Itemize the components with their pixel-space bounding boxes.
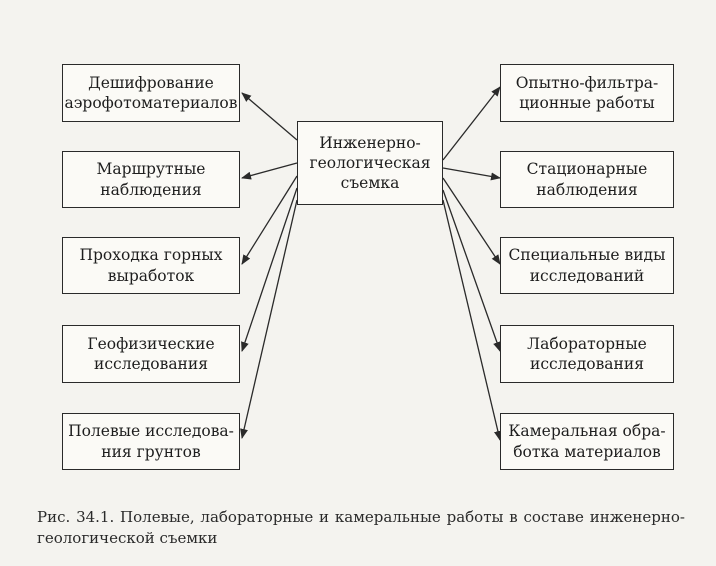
center-node-label: Инженерно- геологическая съемка [309, 133, 431, 193]
center-node-engineering-geological-survey: Инженерно- геологическая съемка [297, 121, 443, 205]
left-node-label: Маршрутные наблюдения [96, 160, 206, 199]
arrow-to-right-box-5 [442, 199, 502, 441]
left-node-label: Геофизические исследования [87, 334, 215, 373]
figure-caption: Рис. 34.1. Полевые, лабораторные и камер… [37, 508, 685, 547]
right-node-stationary-observations: Стационарные наблюдения [500, 151, 674, 208]
arrow-to-right-box-3 [442, 177, 501, 265]
arrow-to-left-box-5 [240, 199, 298, 439]
arrow-to-left-box-2 [241, 162, 298, 180]
right-node-label: Опытно-фильтра- ционные работы [515, 73, 659, 112]
arrow-to-right-box-4 [442, 189, 501, 352]
left-node-label: Полевые исследова- ния грунтов [68, 422, 234, 461]
arrow-to-right-box-1 [442, 86, 501, 161]
arrow-to-left-box-3 [241, 175, 298, 265]
left-node-label: Проходка горных выработок [79, 246, 223, 285]
left-node-route-observations: Маршрутные наблюдения [62, 151, 240, 208]
right-node-special-research: Специальные виды исследований [500, 237, 674, 294]
left-node-aerial-photo-interpretation: Дешифрование аэрофотоматериалов [62, 64, 240, 122]
arrow-to-right-box-2 [442, 167, 501, 181]
left-node-label: Дешифрование аэрофотоматериалов [64, 73, 238, 112]
left-node-field-soil-research: Полевые исследова- ния грунтов [62, 413, 240, 470]
right-node-laboratory-research: Лабораторные исследования [500, 325, 674, 383]
left-node-mining-excavations: Проходка горных выработок [62, 237, 240, 294]
right-node-label: Лабораторные исследования [527, 334, 647, 373]
right-node-label: Камеральная обра- ботка материалов [508, 422, 666, 461]
arrow-to-left-box-1 [241, 92, 298, 141]
arrow-to-left-box-4 [241, 187, 298, 352]
right-node-label: Стационарные наблюдения [526, 160, 648, 199]
right-node-filtration-experiments: Опытно-фильтра- ционные работы [500, 64, 674, 122]
left-node-geophysical-research: Геофизические исследования [62, 325, 240, 383]
right-node-label: Специальные виды исследований [508, 246, 666, 285]
right-node-office-processing: Камеральная обра- ботка материалов [500, 413, 674, 470]
